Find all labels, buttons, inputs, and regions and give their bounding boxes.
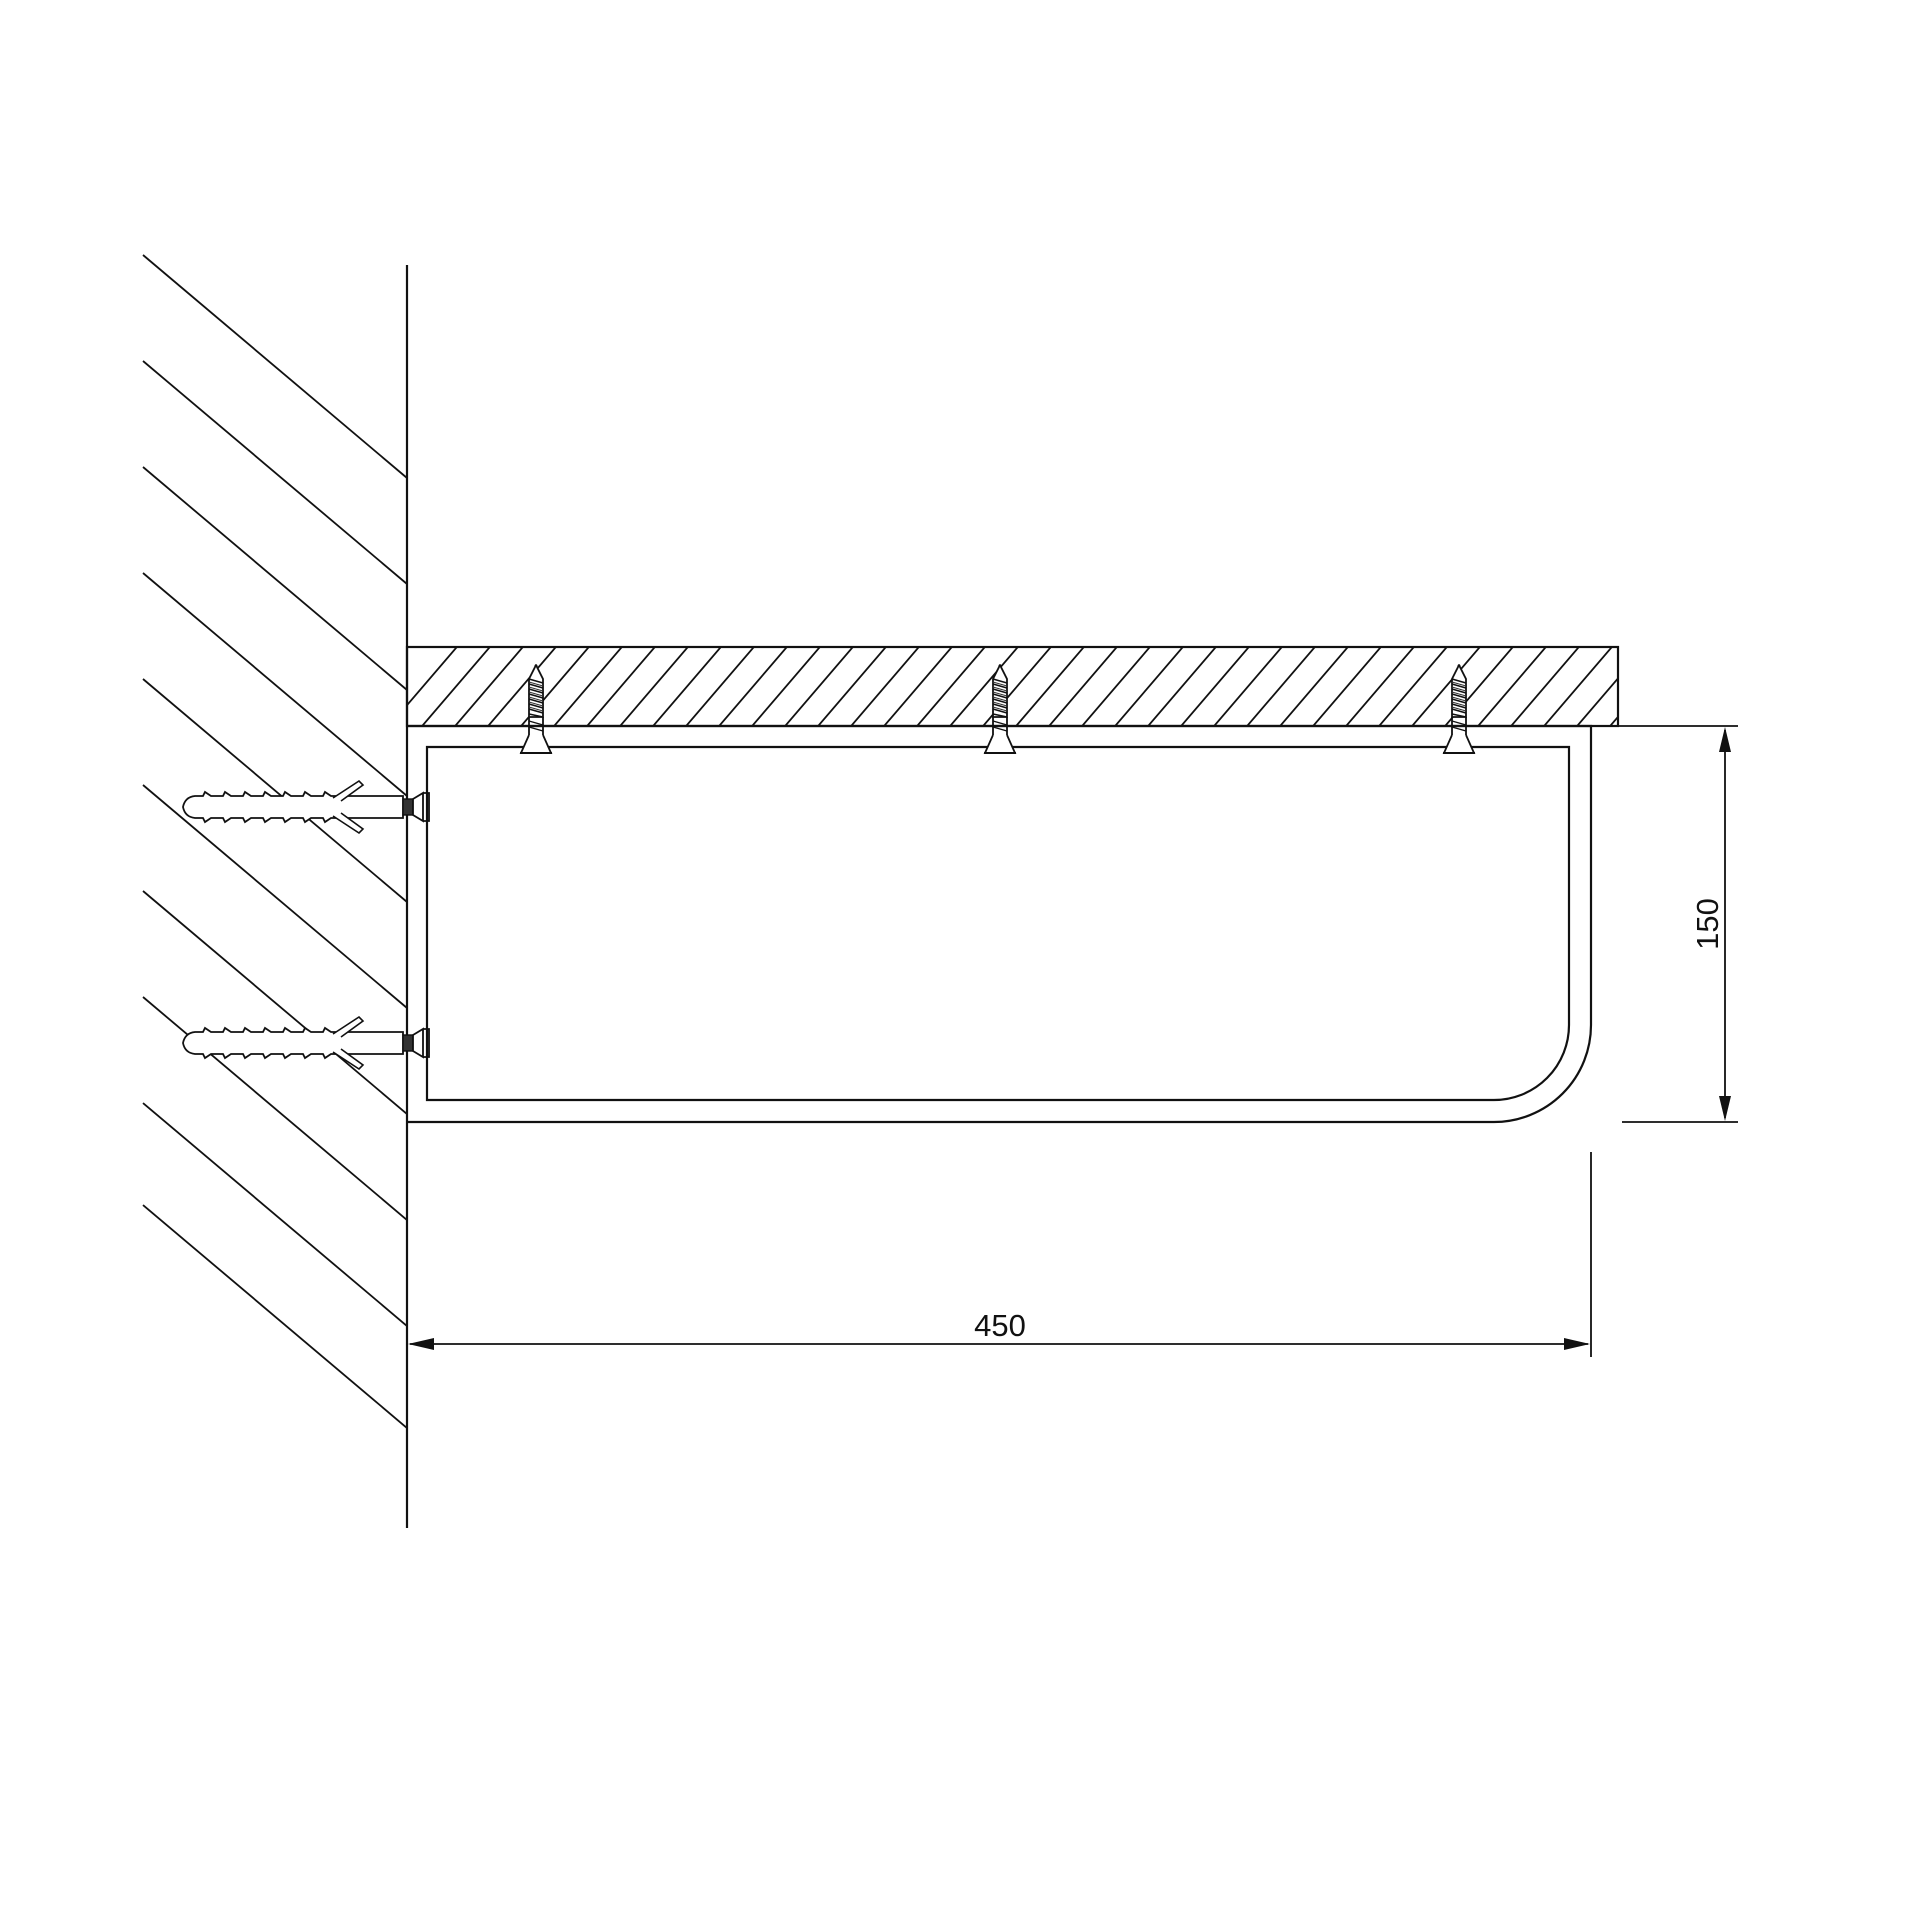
screw-icon <box>983 664 1017 754</box>
bracket-outer-outline <box>407 724 1593 1124</box>
arrowhead-up-icon <box>1719 727 1731 752</box>
height-dimension: 150 <box>1618 725 1738 1123</box>
arrowhead-left-icon <box>408 1338 434 1350</box>
wall-anchor-icon <box>182 780 430 834</box>
shelf-board <box>405 645 1620 728</box>
shelf-screws <box>519 664 1476 754</box>
wall-hatching <box>142 254 408 1429</box>
shelf-bracket <box>407 724 1593 1124</box>
height-dimension-label: 150 <box>1690 898 1725 950</box>
arrowhead-right-icon <box>1564 1338 1590 1350</box>
wall-anchors <box>182 780 430 1070</box>
shelf-hatching <box>408 648 1618 726</box>
screw-icon <box>1442 664 1476 754</box>
width-dimension-label: 450 <box>974 1308 1026 1343</box>
width-dimension: 450 <box>408 1152 1592 1357</box>
bracket-inner-outline <box>425 745 1571 1102</box>
arrowhead-down-icon <box>1719 1096 1731 1121</box>
screw-icon <box>519 664 553 754</box>
wall-section <box>142 254 409 1528</box>
